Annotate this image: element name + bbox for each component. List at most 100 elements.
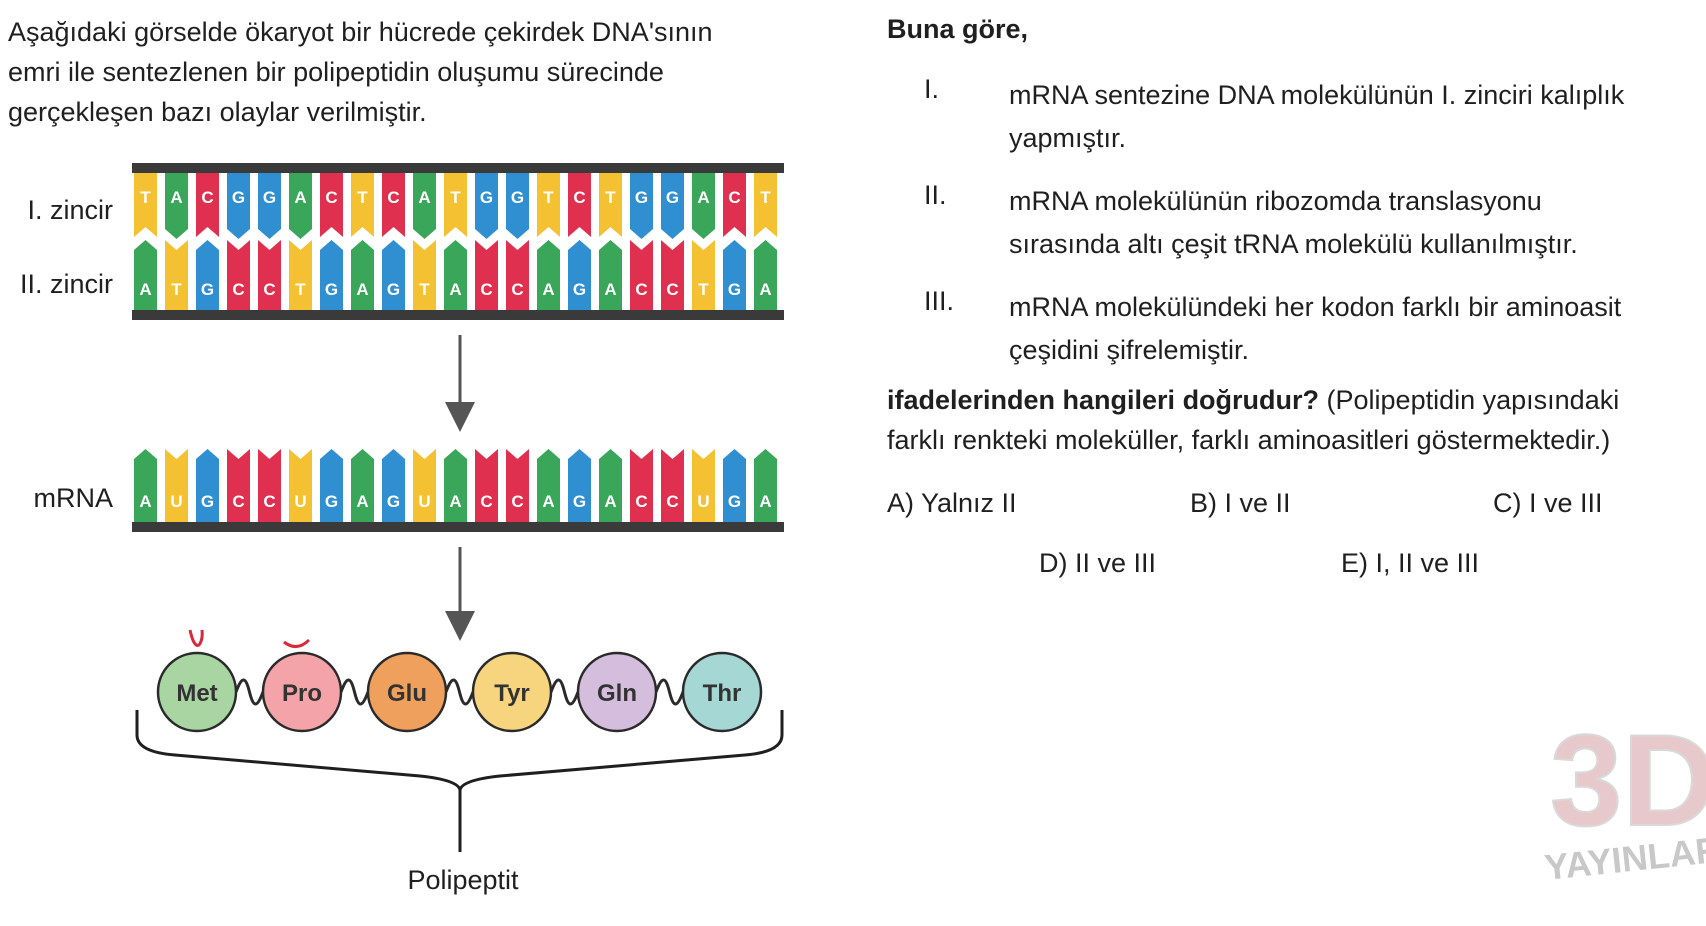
strand2-base-letter: G <box>325 280 338 299</box>
amino-acid-circle <box>261 651 343 733</box>
amino-acid-circle <box>156 651 238 733</box>
strand2-base-shape <box>351 240 374 310</box>
strand2-base-shape <box>537 240 560 310</box>
question-ask-rest: (Polipeptidin yapısındaki <box>1319 385 1620 415</box>
intro-line-2: emri ile sentezlenen bir polipeptidin ol… <box>8 57 664 87</box>
strand1-base-shape <box>754 173 777 237</box>
strand2-base-letter: A <box>604 280 616 299</box>
strand2-base-letter: C <box>480 280 492 299</box>
strand1-base-letter: G <box>666 188 679 207</box>
strand1-base-shape <box>568 173 591 237</box>
peptide-bond <box>549 678 580 706</box>
mrna-base-letter: U <box>170 492 182 511</box>
strand2-base-shape <box>599 240 622 310</box>
strand1-base-letter: C <box>387 188 399 207</box>
mrna-base-letter: A <box>356 492 368 511</box>
strand2-base-shape <box>754 240 777 310</box>
strand2-base-shape <box>134 240 157 310</box>
mrna-base-letter: C <box>635 492 647 511</box>
mrna-base-letter: A <box>449 492 461 511</box>
strand1-base-shape <box>661 173 684 239</box>
mrna-backbone <box>132 522 784 532</box>
strand1-base-shape <box>134 173 157 237</box>
mrna-base-shape <box>599 449 622 522</box>
mrna-base-shape <box>692 449 715 522</box>
strand1-base-shape <box>444 173 467 237</box>
mrna-base-shape <box>537 449 560 522</box>
strand2-base-shape <box>165 240 188 310</box>
strand2-base-shape <box>444 240 467 310</box>
mrna-base-letter: G <box>573 492 586 511</box>
mrna-base-shape <box>754 449 777 522</box>
polypeptide-brace <box>135 710 784 791</box>
strand1-base-shape <box>196 173 219 237</box>
amino-acid-label: Pro <box>282 680 322 707</box>
option-e[interactable]: E) I, II ve III <box>1341 548 1480 578</box>
peptide-bond <box>339 678 370 706</box>
mrna-base-shape <box>506 449 529 522</box>
mrna-base-shape <box>661 449 684 522</box>
strand2-base-letter: G <box>728 280 741 299</box>
strand1-base-letter: A <box>294 188 306 207</box>
strand1-base-letter: G <box>263 188 276 207</box>
mrna-base-letter: A <box>604 492 616 511</box>
question-heading: Buna göre, <box>887 14 1029 44</box>
mrna-base-letter: C <box>480 492 492 511</box>
mrna-base-letter: U <box>697 492 709 511</box>
strand2-base-letter: A <box>542 280 554 299</box>
red-mark-icon <box>283 638 311 648</box>
mrna-base-letter: C <box>263 492 275 511</box>
option-c[interactable]: C) I ve III <box>1493 488 1603 518</box>
mrna-base-shape <box>413 449 436 522</box>
strand1-base-letter: C <box>573 188 585 207</box>
question-ask-line-2: farklı renkteki moleküller, farklı amino… <box>887 425 1611 455</box>
strand1-base-shape <box>630 173 653 239</box>
strand2-base-letter: C <box>635 280 647 299</box>
strand2-base-letter: T <box>698 280 709 299</box>
amino-acid-label: Thr <box>703 680 742 707</box>
strand2-base-letter: G <box>387 280 400 299</box>
strand2-base-letter: G <box>201 280 214 299</box>
mrna-base-shape <box>196 449 219 522</box>
strand2-base-letter: A <box>759 280 771 299</box>
statement-1-line-1: mRNA sentezine DNA molekülünün I. zincir… <box>1009 80 1625 110</box>
strand2-base-letter: A <box>356 280 368 299</box>
mrna-base-letter: U <box>418 492 430 511</box>
strand1-base-letter: T <box>605 188 616 207</box>
logo-3d: 3D <box>1550 707 1706 853</box>
strand1-base-shape <box>599 173 622 237</box>
amino-acid-label: Met <box>176 680 217 707</box>
strand2-base-shape <box>723 240 746 310</box>
option-d[interactable]: D) II ve III <box>1039 548 1157 578</box>
mrna-base-letter: C <box>511 492 523 511</box>
strand2-base-shape <box>382 240 405 310</box>
statement-3-number: III. <box>924 286 955 316</box>
strand2-base-letter: C <box>263 280 275 299</box>
strand2-base-letter: T <box>171 280 182 299</box>
amino-acid-label: Tyr <box>494 680 530 707</box>
strand1-base-letter: G <box>511 188 524 207</box>
strand1-base-letter: G <box>635 188 648 207</box>
strand1-base-shape <box>723 173 746 237</box>
statement-2-number: II. <box>924 180 947 210</box>
strand2-base-letter: C <box>232 280 244 299</box>
peptide-bond <box>654 678 685 706</box>
statement-3-line-1: mRNA molekülündeki her kodon farklı bir … <box>1009 292 1622 322</box>
strand1-base-shape <box>475 173 498 239</box>
mrna-base-letter: G <box>387 492 400 511</box>
amino-acid-circle <box>576 651 658 733</box>
option-b[interactable]: B) I ve II <box>1190 488 1291 518</box>
strand2-base-letter: C <box>511 280 523 299</box>
mrna-base-shape <box>134 449 157 522</box>
statement-2-line-2: sırasında altı çeşit tRNA molekülü kulla… <box>1009 229 1578 259</box>
dna-backbone-top <box>132 163 784 173</box>
mrna-base-shape <box>258 449 281 522</box>
option-a[interactable]: A) Yalnız II <box>887 488 1017 518</box>
strand1-base-letter: T <box>543 188 554 207</box>
strand1-base-letter: T <box>357 188 368 207</box>
statement-1-line-2: yapmıştır. <box>1009 123 1127 153</box>
